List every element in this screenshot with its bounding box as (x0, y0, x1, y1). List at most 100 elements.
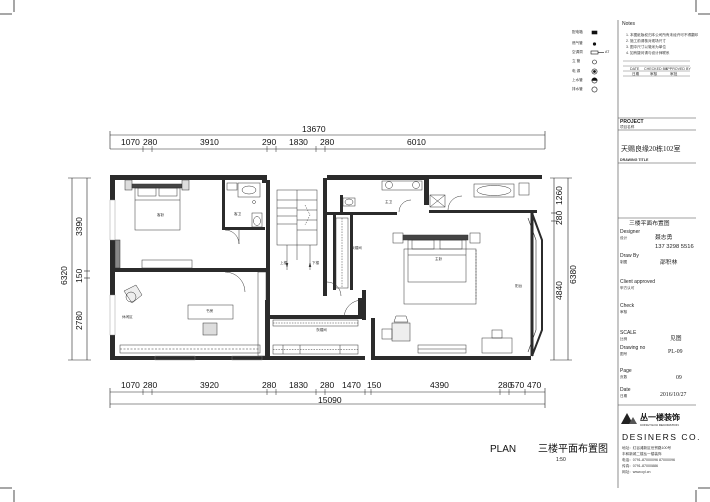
room-label-master-bed: 主卧 (435, 257, 443, 261)
company-logo-text: 丛一楼装饰 (640, 413, 680, 422)
staircase (276, 189, 318, 270)
company-address-line: 丰和新城二楼丛一楼装饰 (622, 452, 662, 456)
company-address-line: 电话：0791-87000096 87000096 (622, 458, 675, 462)
study-furniture (119, 271, 267, 357)
legend-label: 上水管 (572, 78, 583, 82)
room-label-wardrobe-2: 衣帽间 (316, 328, 327, 332)
plan-title-cn: 三楼平面布置图 (538, 444, 608, 455)
notes-header-checked: CHECKED BY (644, 66, 668, 71)
notes-line: 3. 图中尺寸以毫米为单位 (626, 45, 666, 49)
dim-bottom-segment: 1470 (342, 380, 361, 390)
drawing-no-cn: 图号 (620, 352, 628, 356)
designer-cn: 设计 (620, 236, 628, 240)
page-label: Page (620, 368, 632, 374)
notes-cn-approved: 审批 (670, 71, 678, 76)
page-value: 09 (676, 375, 682, 381)
legend-label: 立 管 (572, 59, 581, 63)
dim-bottom-total: 15090 (318, 395, 342, 405)
legend-label: 燃气管 (572, 41, 583, 45)
designer-label: Designer (620, 229, 641, 235)
dim-top-segment: 280 (143, 137, 158, 147)
company-address-line: 网址：www.cyl.cn (622, 470, 651, 474)
dim-top-segment: 3910 (200, 137, 219, 147)
room-label-lounge: 休闲区 (122, 315, 133, 319)
dim-top-segment: 290 (262, 137, 277, 147)
scale-cn: 比例 (620, 337, 628, 341)
dim-bottom-segment: 150 (367, 380, 382, 390)
dim-top-segment: 6010 (407, 137, 426, 147)
title-block-frame (617, 20, 696, 488)
designer-name: 聂志勇 (655, 235, 673, 241)
room-label-study: 书房 (206, 309, 214, 313)
dim-top-segment: 1070 (121, 137, 140, 147)
balcony-bay (527, 212, 543, 357)
drawing-title-value: 三楼平面布置图 (629, 221, 670, 227)
company-name: DESINERS CO. (622, 432, 701, 442)
company-address-line: 传真：0791-87000886 (622, 464, 658, 468)
notes-header-approved: APPROVED BY (665, 66, 691, 71)
scale-label: SCALE (620, 330, 637, 336)
notes-cn-checked: 审核 (650, 71, 658, 76)
notes-line: 2. 施工前请核对现场尺寸 (626, 39, 666, 43)
dim-left-segment: 3390 (74, 217, 84, 236)
dim-right-segment: 4840 (554, 281, 564, 300)
dim-right-segment: 280 (554, 210, 564, 225)
designer-phone: 137 3298 5516 (655, 244, 694, 250)
room-label-guest-bath: 客卫 (234, 212, 242, 216)
date-value: 2016/10/27 (660, 392, 687, 398)
draw-by-name: 邵积林 (660, 260, 678, 266)
notes-line: 1. 本图纸版权归本公司所有未经许可不得翻印 (626, 33, 699, 37)
legend-label: 排水管 (572, 87, 583, 91)
dim-top-segment: 1830 (289, 137, 308, 147)
dim-bottom-segment: 1830 (289, 380, 308, 390)
dim-left-segment: 2780 (74, 311, 84, 330)
room-label-stair-down: 下楼 (312, 261, 320, 265)
drawing-no-label: Drawing no (620, 345, 646, 351)
dim-bottom-segment: 280 (143, 380, 158, 390)
dim-right-segment: 1260 (554, 186, 564, 205)
dim-left-segment: 150 (74, 268, 84, 283)
draw-by-label: Draw By (620, 253, 639, 259)
legend-label: 空调洞 (572, 50, 583, 54)
guest-room-furniture (114, 179, 193, 269)
legend-symbols (590, 30, 604, 93)
plan-title-label: PLAN (490, 444, 517, 455)
drawing-title-label: DRAWING TITLE (620, 158, 649, 162)
guest-bath-fixtures (224, 182, 263, 245)
company-logo-mark (621, 413, 637, 424)
room-label-guest-room: 客卧 (157, 213, 165, 217)
project-label: PROJECT (620, 119, 644, 125)
wardrobe-shelving (272, 217, 363, 355)
room-label-stair-up: 上楼 (280, 261, 288, 265)
company-address-line: 地址：红谷滩新区世贸路100号 (622, 446, 672, 450)
notes-line: 4. 如有疑问请与设计师联系 (626, 51, 670, 55)
window-frames (109, 199, 263, 361)
dim-bottom-segment: 4390 (430, 380, 449, 390)
plan-title-scale: 1:50 (556, 457, 566, 463)
project-name: 天赐良缘20栋102室 (621, 145, 681, 153)
dim-right-total: 6380 (568, 265, 578, 284)
scale-value: 见图 (670, 336, 682, 342)
dim-bottom-segment: 1070 (121, 380, 140, 390)
master-bed-furniture (381, 232, 513, 354)
dim-top-total: 13670 (302, 124, 326, 134)
legend-ac-code: AT (605, 49, 610, 54)
client-cn: 甲方认可 (620, 286, 635, 290)
legend-label: 电 源 (572, 69, 581, 73)
page-cn: 页数 (620, 375, 628, 379)
notes-table-lines (623, 60, 690, 77)
dim-bottom-segment: 470 (527, 380, 542, 390)
dim-bottom-segment: 280 (320, 380, 335, 390)
notes-cn-date: 日期 (632, 71, 640, 76)
room-label-balcony: 阳台 (515, 284, 523, 288)
notes-title: Notes (622, 21, 636, 27)
check-label: Check (620, 303, 635, 309)
date-label: Date (620, 387, 631, 393)
date-cn: 日期 (620, 394, 628, 398)
dim-top-segment: 280 (320, 137, 335, 147)
dim-left-total: 6320 (59, 266, 69, 285)
check-cn: 审核 (620, 310, 628, 314)
